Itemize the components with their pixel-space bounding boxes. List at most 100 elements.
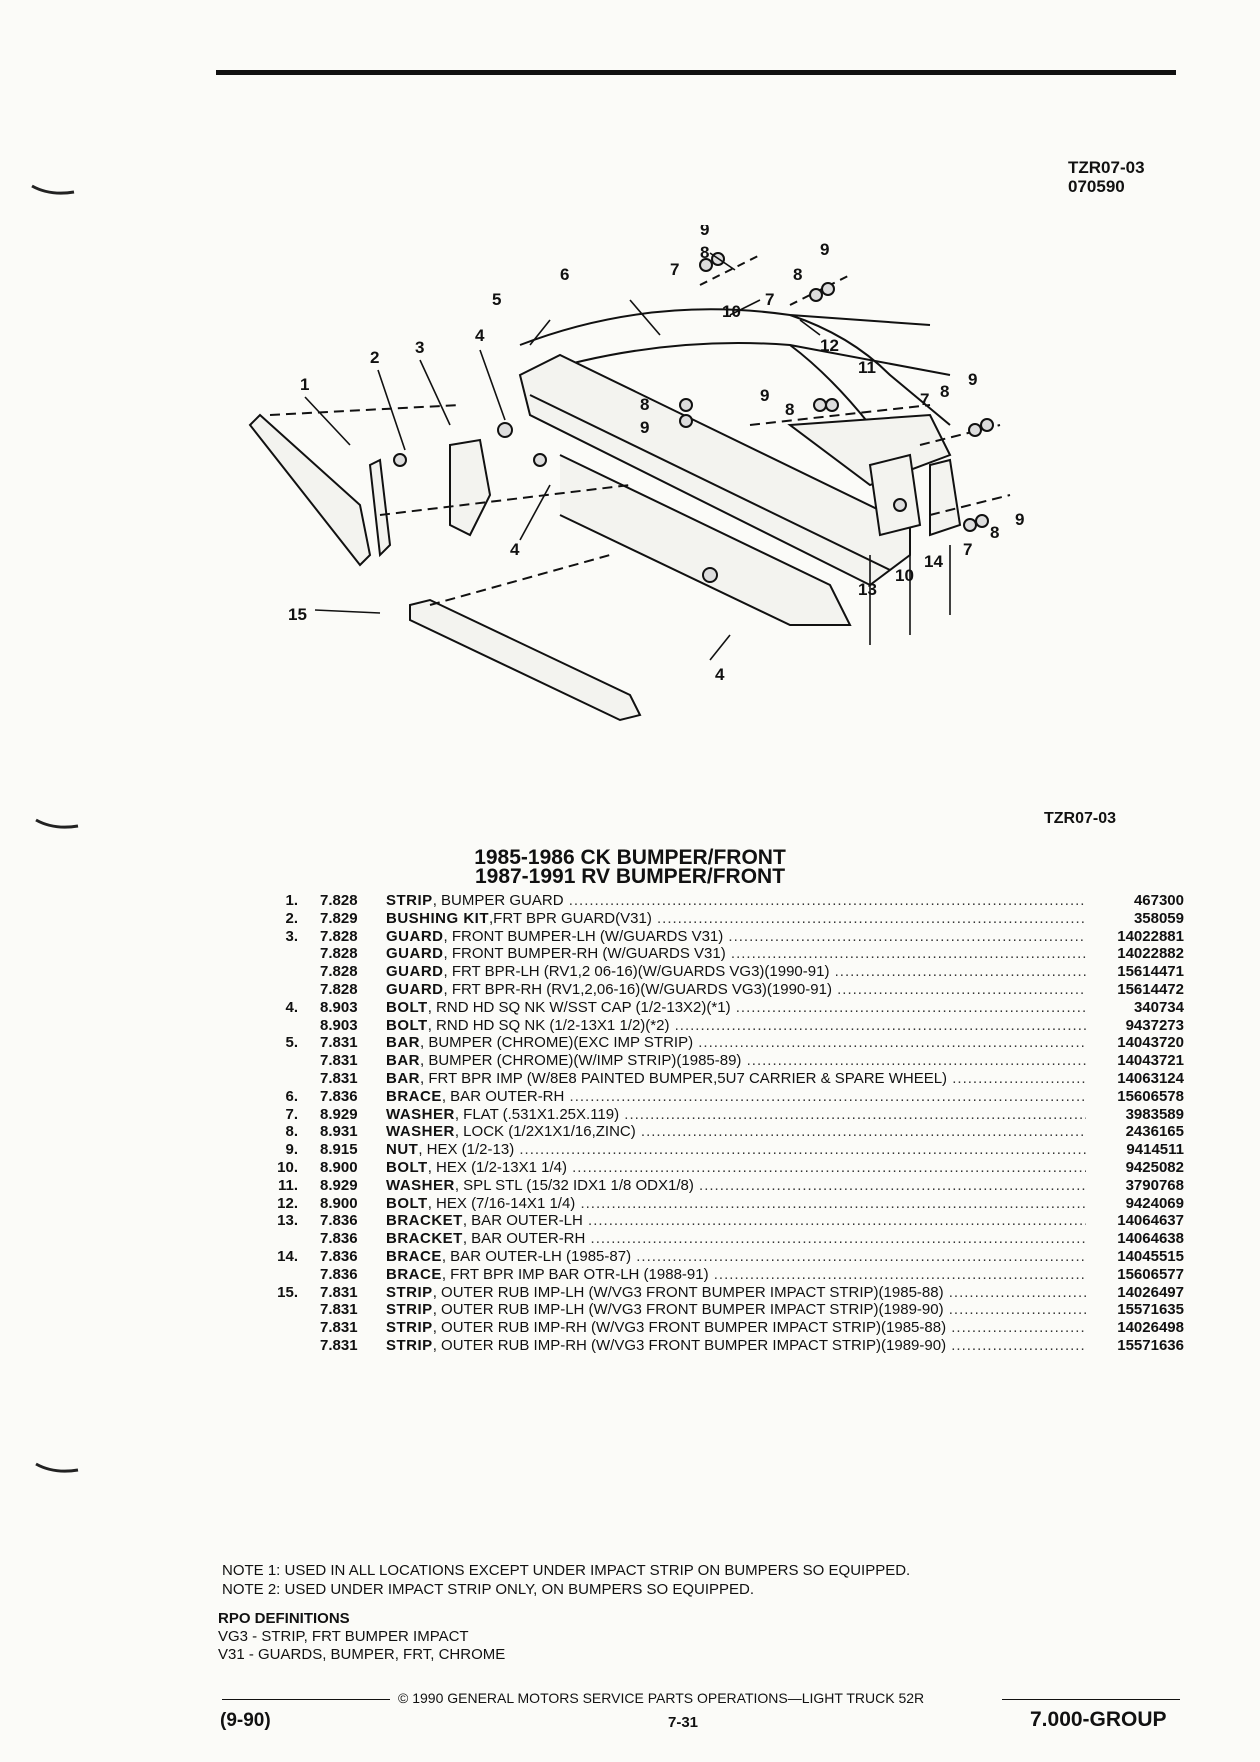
part-detail: , RND HD SQ NK (1/2-13X1 1/2)(*2): [427, 1016, 670, 1034]
group-number: 7.828: [320, 963, 358, 981]
group-number: 7.836: [320, 1265, 358, 1283]
leader-dots: ........................................…: [951, 1336, 1086, 1354]
margin-mark-icon: [35, 1462, 79, 1473]
group-number: 7.836: [320, 1230, 358, 1248]
part-name: STRIP: [386, 1301, 433, 1319]
part-number: 14063124: [1117, 1069, 1184, 1087]
svg-text:8: 8: [793, 265, 802, 284]
part-detail: , HEX (1/2-13X1 1/4): [427, 1158, 567, 1176]
section-title-2: 1987-1991 RV BUMPER/FRONT: [474, 865, 786, 888]
part-detail: , OUTER RUB IMP-RH (W/VG3 FRONT BUMPER I…: [432, 1336, 947, 1354]
leader-dots: ........................................…: [568, 892, 1086, 909]
rpo-item: V31 - GUARDS, BUMPER, FRT, CHROME: [218, 1646, 506, 1663]
svg-text:13: 13: [858, 580, 877, 599]
svg-text:8: 8: [785, 400, 794, 419]
footer-page-number: 7-31: [668, 1714, 699, 1731]
part-number: 15571636: [1117, 1336, 1184, 1354]
leader-dots: ........................................…: [624, 1105, 1086, 1123]
part-number: 15614471: [1117, 963, 1184, 981]
part-number: 9424069: [1125, 1194, 1184, 1212]
group-number: 7.831: [320, 1336, 358, 1354]
part-name: GUARD: [386, 963, 444, 981]
part-number: 15606577: [1117, 1265, 1184, 1283]
svg-text:1: 1: [300, 375, 309, 394]
part-name: GUARD: [386, 980, 444, 998]
part-detail: , OUTER RUB IMP-LH (W/VG3 FRONT BUMPER I…: [432, 1283, 944, 1301]
group-number: 7.828: [320, 927, 358, 945]
leader-dots: ........................................…: [713, 1265, 1086, 1283]
part-detail: , BUMPER GUARD: [432, 892, 564, 909]
part-name: BOLT: [386, 998, 428, 1016]
part-description: BOLT, RND HD SQ NK (1/2-13X1 1/2)(*2) ..…: [386, 1017, 1086, 1035]
item-number: 6.: [285, 1087, 298, 1105]
part-description: STRIP, OUTER RUB IMP-RH (W/VG3 FRONT BUM…: [386, 1337, 1086, 1355]
group-number: 7.831: [320, 1034, 358, 1052]
part-name: BRACKET: [386, 1212, 463, 1230]
leader-dots: ........................................…: [837, 980, 1086, 998]
part-number: 358059: [1133, 909, 1184, 927]
parts-row: 7.828 GUARD, FRT BPR-LH (RV1,2 06-16)(W/G…: [262, 963, 1184, 981]
part-description: GUARD, FRT BPR-RH (RV1,2,06-16)(W/GUARDS…: [386, 981, 1086, 999]
part-name: BOLT: [386, 1194, 428, 1212]
part-number: 9425082: [1125, 1158, 1184, 1176]
part-description: BRACE, BAR OUTER-LH (1985-87) ..........…: [386, 1248, 1086, 1266]
svg-text:9: 9: [968, 370, 977, 389]
part-description: WASHER, LOCK (1/2X1X1/16,ZINC) .........…: [386, 1123, 1086, 1141]
svg-text:4: 4: [715, 665, 725, 684]
part-name: BOLT: [386, 1158, 428, 1176]
svg-text:9: 9: [760, 386, 769, 405]
parts-row: 8.903 BOLT, RND HD SQ NK (1/2-13X1 1/2)(*…: [262, 1017, 1184, 1035]
group-number: 7.828: [320, 945, 358, 963]
part-name: BRACE: [386, 1265, 442, 1283]
parts-row: 7.831 STRIP, OUTER RUB IMP-RH (W/VG3 FRON…: [262, 1337, 1184, 1355]
footer-copyright: © 1990 GENERAL MOTORS SERVICE PARTS OPER…: [398, 1690, 925, 1706]
notes: NOTE 1: USED IN ALL LOCATIONS EXCEPT UND…: [222, 1561, 910, 1599]
part-description: BRACE, BAR OUTER-RH ....................…: [386, 1088, 1086, 1106]
part-detail: , FRT BPR IMP (W/8E8 PAINTED BUMPER,5U7 …: [420, 1069, 948, 1087]
doc-code: TZR07-03: [1068, 158, 1145, 177]
group-number: 8.903: [320, 1016, 358, 1034]
svg-text:7: 7: [920, 390, 929, 409]
part-name: STRIP: [386, 1283, 433, 1301]
part-name: BRACE: [386, 1247, 442, 1265]
bumper-exploded-diagram: 1 2 3 4 4 4 5 6 7 7 7 7 8 8 8 8 8 8 9 9 …: [248, 225, 1024, 722]
item-number: 9.: [285, 1141, 298, 1159]
part-detail: , HEX (1/2-13): [418, 1141, 515, 1159]
part-description: WASHER, SPL STL (15/32 IDX1 1/8 ODX1/8) …: [386, 1177, 1086, 1195]
part-detail: , RND HD SQ NK W/SST CAP (1/2-13X2)(*1): [427, 998, 731, 1016]
part-detail: , BAR OUTER-LH (1985-87): [441, 1247, 632, 1265]
part-description: BAR, FRT BPR IMP (W/8E8 PAINTED BUMPER,5…: [386, 1070, 1086, 1088]
leader-dots: ........................................…: [834, 963, 1086, 981]
item-number: 11.: [277, 1176, 298, 1194]
margin-mark-icon: [31, 184, 75, 195]
svg-text:7: 7: [963, 540, 972, 559]
part-number: 15614472: [1117, 980, 1184, 998]
item-number: 12.: [277, 1194, 298, 1212]
part-detail: , FRT BPR-LH (RV1,2 06-16)(W/GUARDS VG3)…: [443, 963, 830, 981]
part-number: 14022881: [1117, 927, 1184, 945]
section-title-1: 1985-1986 CK BUMPER/FRONT: [474, 846, 786, 869]
leader-dots: ........................................…: [699, 1176, 1086, 1194]
doc-date: 070590: [1068, 177, 1125, 196]
svg-text:9: 9: [700, 225, 709, 239]
part-number: 14045515: [1117, 1247, 1184, 1265]
leader-dots: ........................................…: [636, 1247, 1086, 1265]
part-description: STRIP, OUTER RUB IMP-RH (W/VG3 FRONT BUM…: [386, 1319, 1086, 1337]
part-number: 14043721: [1117, 1052, 1184, 1070]
svg-text:14: 14: [924, 552, 943, 571]
part-number: 3983589: [1125, 1105, 1184, 1123]
svg-text:9: 9: [820, 240, 829, 259]
part-detail: , OUTER RUB IMP-LH (W/VG3 FRONT BUMPER I…: [432, 1301, 944, 1319]
svg-text:7: 7: [765, 290, 774, 309]
part-number: 14026497: [1117, 1283, 1184, 1301]
part-name: BOLT: [386, 1016, 428, 1034]
part-detail: , BAR OUTER-LH: [462, 1212, 583, 1230]
part-detail: , FRONT BUMPER-LH (W/GUARDS V31): [443, 927, 724, 945]
